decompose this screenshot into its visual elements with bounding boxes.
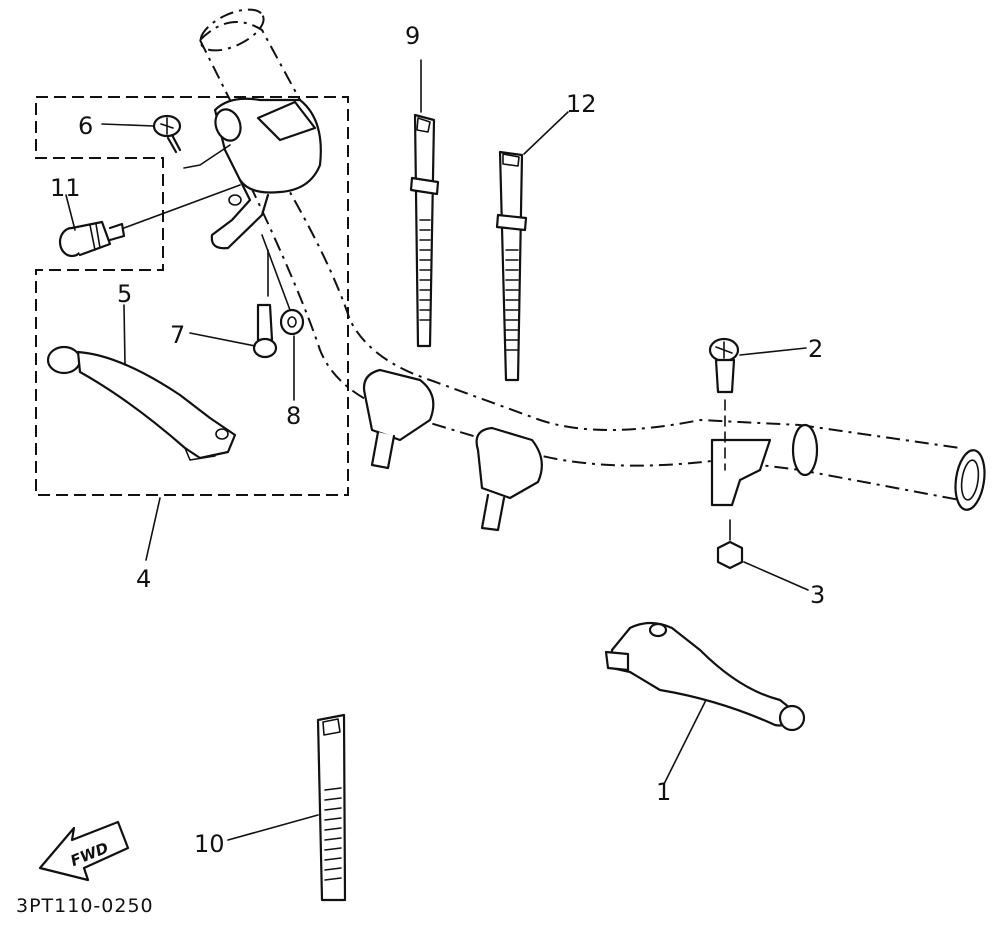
lever-5 [46,345,237,461]
left-grip [199,8,301,111]
callout-6: 6 [78,112,93,140]
bolt-2 [708,337,740,471]
callout-12: 12 [566,90,597,118]
callout-9: 9 [405,22,420,50]
strap-12 [495,111,569,382]
strap-10 [316,713,347,902]
callout-2: 2 [808,335,823,363]
nut-3 [716,519,744,570]
screw-6 [152,114,231,169]
collar-8 [261,234,305,336]
diagram-code: 3PT110-0250 [16,895,154,917]
callout-11: 11 [50,174,81,202]
lever-bracket [210,97,322,250]
callout-1: 1 [656,778,671,806]
bolt-11 [58,184,241,258]
handlebar-clamps [362,368,772,532]
callout-8: 8 [286,402,301,430]
bolt-7 [252,249,278,359]
callout-10: 10 [194,830,225,858]
callout-4: 4 [136,565,151,593]
fwd-arrow: FWD [38,820,130,882]
leader-lines [65,123,809,841]
handlebar-tube [249,174,986,511]
lever-1 [604,621,806,732]
callout-3: 3 [810,581,825,609]
callout-7: 7 [170,321,185,349]
callout-5: 5 [117,280,132,308]
strap-9 [409,59,440,348]
lever-assembly-box [35,96,349,496]
